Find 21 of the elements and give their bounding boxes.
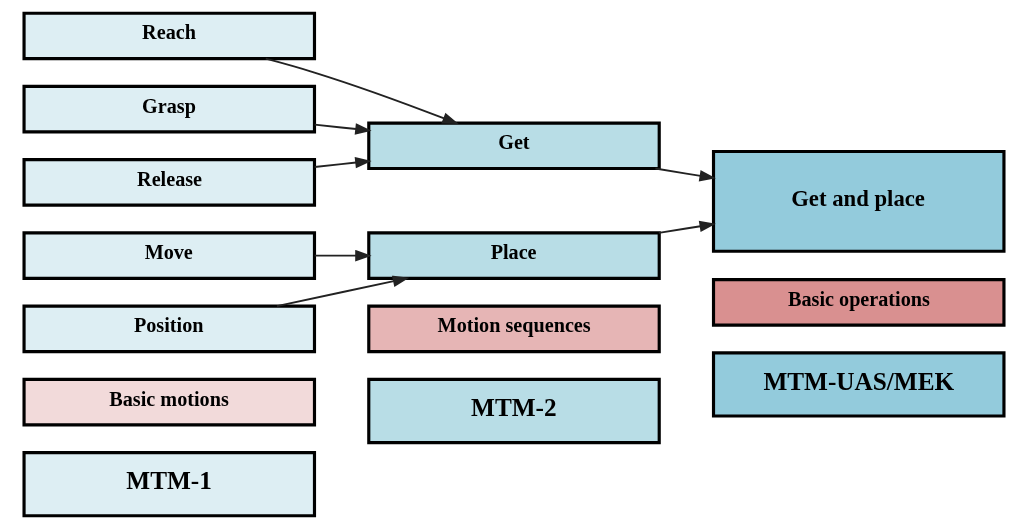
node-box: MTM-2 [366, 377, 661, 445]
arrow [654, 167, 716, 182]
node-box: Get and place [711, 149, 1006, 253]
node-box: Move [21, 231, 316, 280]
node-box: Basic motions [21, 377, 316, 427]
node-box: Grasp [21, 84, 316, 134]
node-box: MTM-UAS/MEK [711, 351, 1006, 418]
node-box: Place [366, 231, 661, 280]
arrow [313, 123, 372, 135]
node-box: Position [21, 304, 316, 354]
node-box: Release [21, 158, 316, 207]
node-box: Get [366, 121, 661, 171]
node-box: Reach [21, 11, 316, 61]
arrow [264, 57, 459, 125]
node-box: Motion sequences [366, 304, 661, 354]
node-box: Basic operations [711, 278, 1006, 327]
node-box: MTM-1 [21, 451, 316, 518]
arrow [657, 220, 716, 234]
arrow [275, 275, 409, 308]
arrow [313, 156, 372, 169]
arrow [313, 249, 372, 262]
